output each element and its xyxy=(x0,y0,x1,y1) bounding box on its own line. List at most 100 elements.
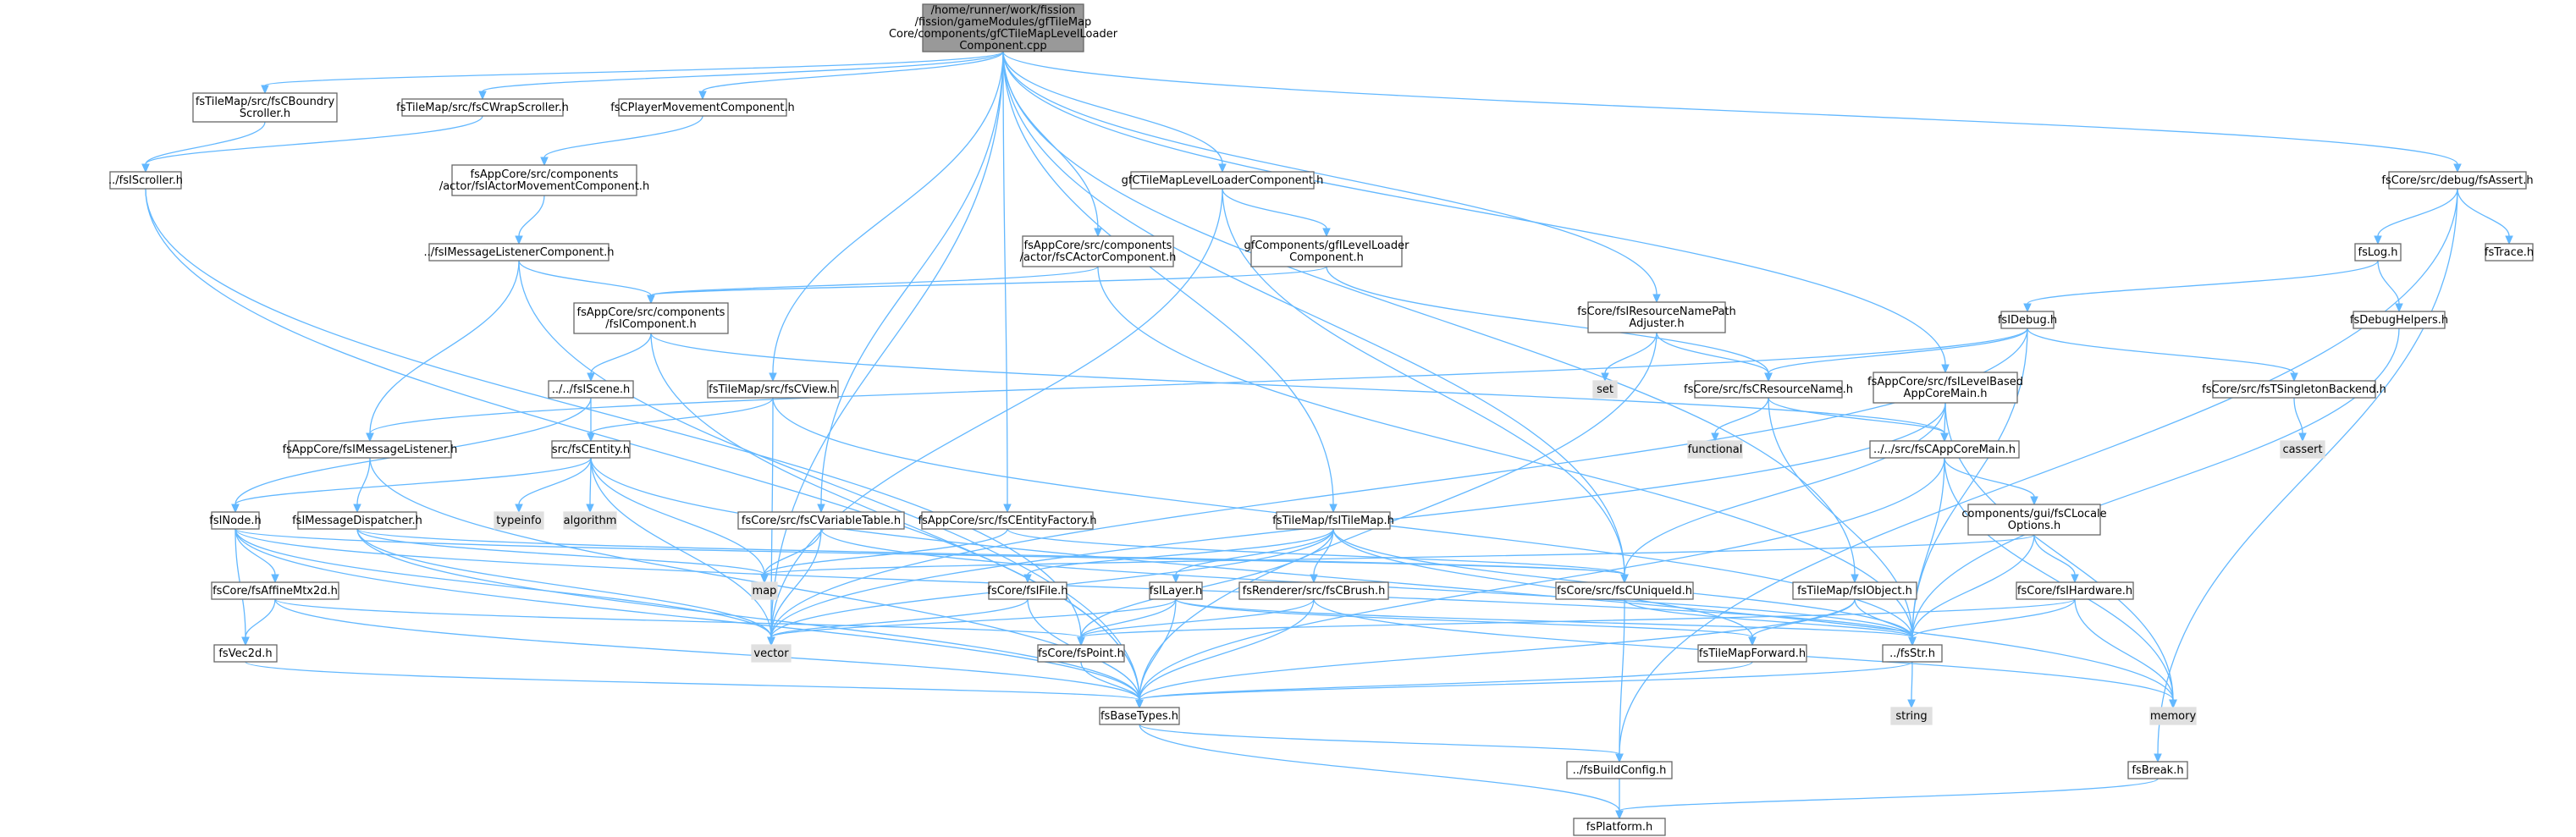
node-debughelpers[interactable]: fsDebugHelpers.h xyxy=(2350,311,2448,329)
node-ihardware[interactable]: fsCore/fsIHardware.h xyxy=(2016,581,2134,600)
node-icomponent[interactable]: fsAppCore/src/components/fsIComponent.h xyxy=(573,302,729,334)
edge-iscroller-to-point xyxy=(145,188,1085,647)
edge-appcoremain-to-guilocale xyxy=(1944,457,2038,506)
node-label: fsLog.h xyxy=(2358,246,2398,259)
node-buildconfig[interactable]: ../fsBuildConfig.h xyxy=(1566,761,1673,779)
edge-str-to-basetypes xyxy=(1135,661,1913,709)
node-log[interactable]: fsLog.h xyxy=(2354,243,2402,262)
edge-itilemap-to-ilayer xyxy=(1172,528,1334,584)
node-break[interactable]: fsBreak.h xyxy=(2127,761,2188,779)
node-tmlevelloader[interactable]: gfCTileMapLevelLoaderComponent.h xyxy=(1122,171,1324,190)
node-wrapscroller[interactable]: fsTileMap/src/fsCWrapScroller.h xyxy=(396,98,569,117)
node-imsglistener[interactable]: fsAppCore/fsIMessageListener.h xyxy=(283,440,458,459)
node-label: /fission/gameModules/gfTileMap xyxy=(915,16,1092,29)
node-box xyxy=(1573,818,1666,836)
edge-itilemap-to-ifile xyxy=(1023,528,1334,584)
node-label: fsCore/src/debug/fsAssert.h xyxy=(2381,174,2533,187)
edge-root-to-boundry xyxy=(261,51,1004,95)
node-box xyxy=(1250,235,1403,267)
node-imsglistenercomp[interactable]: ../fsIMessageListenerComponent.h xyxy=(424,243,615,262)
node-box xyxy=(751,644,792,663)
node-box xyxy=(211,511,260,530)
edge-tmlevelloader-to-gfilevelloader xyxy=(1222,188,1331,238)
node-msgdispatcher[interactable]: fsIMessageDispatcher.h xyxy=(292,511,422,530)
node-inode[interactable]: fsINode.h xyxy=(209,511,262,530)
node-point[interactable]: fsCore/fsPoint.h xyxy=(1037,644,1125,663)
node-label: fsCore/fsIFile.h xyxy=(987,585,1067,597)
edge-inode-to-affinemtx xyxy=(234,528,279,584)
edge-assert-to-break xyxy=(2154,188,2458,763)
node-label: Options.h xyxy=(2008,520,2061,532)
node-idebug[interactable]: fsIDebug.h xyxy=(1998,311,2057,329)
node-centity[interactable]: src/fsCEntity.h xyxy=(551,440,631,459)
node-iscene[interactable]: ../../fsIScene.h xyxy=(548,380,634,399)
node-appcoremain[interactable]: ../../src/fsCAppCoreMain.h xyxy=(1869,440,2020,459)
edge-log-to-idebug xyxy=(2023,260,2379,313)
node-vec2d[interactable]: fsVec2d.h xyxy=(213,644,278,663)
node-basetypes[interactable]: fsBaseTypes.h xyxy=(1099,707,1180,725)
edge-imsglistener-to-msgdispatcher xyxy=(353,457,371,514)
node-typeinfo: typeinfo xyxy=(494,511,544,530)
node-root: /home/runner/work/fission/fission/gameMo… xyxy=(889,3,1118,52)
node-cvariabletable[interactable]: fsCore/src/fsCVariableTable.h xyxy=(737,511,905,530)
node-actorcomp[interactable]: fsAppCore/src/components/actor/fsCActorC… xyxy=(1020,235,1177,267)
edge-ilayer-to-vector xyxy=(767,598,1177,647)
node-box xyxy=(751,581,778,600)
node-label: fsAppCore/src/fsCEntityFactory.h xyxy=(918,515,1097,527)
edge-root-to-assert xyxy=(1002,51,2462,173)
node-box xyxy=(1566,761,1673,779)
edge-wrapscroller-to-iscroller xyxy=(141,115,483,173)
node-box xyxy=(2485,243,2534,262)
node-trace[interactable]: fsTrace.h xyxy=(2485,243,2534,262)
edge-tilemapforward-to-basetypes xyxy=(1135,661,1753,709)
node-str[interactable]: ../fsStr.h xyxy=(1882,644,1943,663)
node-affinemtx[interactable]: fsCore/fsAffineMtx2d.h xyxy=(211,581,339,600)
node-itilemap[interactable]: fsTileMap/fsITileMap.h xyxy=(1272,511,1394,530)
node-iobject[interactable]: fsTileMap/fsIObject.h xyxy=(1792,581,1917,600)
node-box xyxy=(707,380,839,399)
node-label: components/gui/fsCLocale xyxy=(1961,508,2106,520)
edge-ilevelbased-to-uniqueid xyxy=(1620,402,1946,584)
node-iscroller[interactable]: ../fsIScroller.h xyxy=(108,171,183,190)
node-label: fsCore/src/fsCUniqueId.h xyxy=(1557,585,1692,597)
node-ilayer[interactable]: fsILayer.h xyxy=(1149,581,1203,600)
node-label: fsTileMap/src/fsCBoundry xyxy=(196,96,335,108)
node-label: Scroller.h xyxy=(240,107,290,120)
node-label: fsPlatform.h xyxy=(1586,821,1653,834)
node-box xyxy=(2127,761,2188,779)
node-box xyxy=(192,92,338,123)
node-label: ../fsStr.h xyxy=(1889,647,1935,660)
node-label: fsRenderer/src/fsCBrush.h xyxy=(1243,585,1386,597)
node-tsingleton[interactable]: fsCore/src/fsTSingletonBackend.h xyxy=(2202,380,2386,399)
node-box xyxy=(1149,581,1203,600)
node-assert[interactable]: fsCore/src/debug/fsAssert.h xyxy=(2381,171,2534,190)
edge-root-to-itilemap xyxy=(1002,51,1338,514)
node-memory: memory xyxy=(2149,707,2197,725)
node-cbrush[interactable]: fsRenderer/src/fsCBrush.h xyxy=(1238,581,1389,600)
node-box xyxy=(1238,581,1389,600)
node-ifile[interactable]: fsCore/fsIFile.h xyxy=(987,581,1068,600)
edge-boundry-to-iscroller xyxy=(141,121,266,173)
node-playermove[interactable]: fsCPlayerMovementComponent.h xyxy=(610,98,795,117)
node-uniqueid[interactable]: fsCore/src/fsCUniqueId.h xyxy=(1555,581,1694,600)
nodes-layer: /home/runner/work/fission/fission/gameMo… xyxy=(108,3,2534,836)
edge-root-to-resnamepath xyxy=(1002,51,1661,304)
node-label: /home/runner/work/fission xyxy=(931,4,1076,17)
node-platform[interactable]: fsPlatform.h xyxy=(1573,818,1666,836)
node-tilemapforward[interactable]: fsTileMapForward.h xyxy=(1697,644,1807,663)
node-box xyxy=(618,98,787,117)
node-resourcename[interactable]: fsCore/src/fsCResourceName.h xyxy=(1684,380,1853,399)
node-algorithm: algorithm xyxy=(563,511,617,530)
node-entityfactory[interactable]: fsAppCore/src/fsCEntityFactory.h xyxy=(918,511,1097,530)
node-cview[interactable]: fsTileMap/src/fsCView.h xyxy=(707,380,839,399)
node-label: fsIDebug.h xyxy=(1998,314,2057,327)
node-box xyxy=(213,644,278,663)
node-label: fsBreak.h xyxy=(2132,764,2183,777)
node-label: fsCore/src/fsTSingletonBackend.h xyxy=(2202,383,2386,396)
node-iactormove[interactable]: fsAppCore/src/components/actor/fsIActorM… xyxy=(439,164,649,196)
